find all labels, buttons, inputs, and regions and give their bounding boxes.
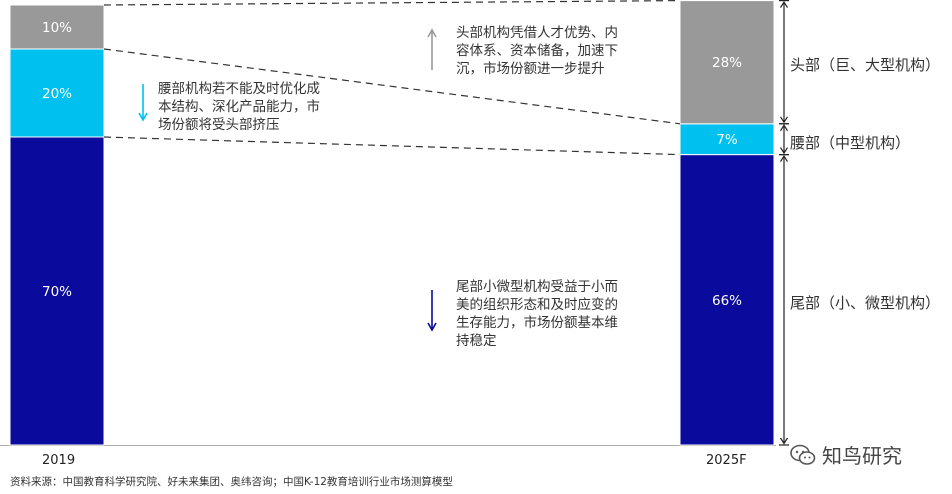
arrow-head-up-head xyxy=(427,28,437,38)
watermark-text: 知鸟研究 xyxy=(822,444,902,468)
connector-top xyxy=(103,0,681,6)
annotation-waist: 腰部机构若不能及时优化成 本结构、深化产品能力，市 场份额将受头部挤压 xyxy=(158,81,320,133)
annotation-tail: 尾部小微型机构受益于小而 美的组织形态和及时应变的 生存能力，市场份额基本维 持… xyxy=(456,279,618,349)
bracket-tail-arrow-down xyxy=(779,437,789,445)
watermark: 知鸟研究 xyxy=(790,440,902,469)
segment-label-head: 头部（巨、大型机构） xyxy=(790,56,941,74)
arrow-waist-down-head xyxy=(138,112,148,122)
x-tick-label-2019: 2019 xyxy=(42,453,76,468)
bar-waist-0 xyxy=(9,48,105,138)
data-label-tail-0: 70% xyxy=(42,284,72,300)
connector-waist-tail xyxy=(103,136,681,156)
bracket-waist-arrow-up xyxy=(779,124,789,132)
data-label-head-0: 10% xyxy=(42,20,72,36)
data-label-waist-1: 7% xyxy=(716,132,738,148)
connector-head-waist xyxy=(103,48,681,125)
data-label-tail-1: 66% xyxy=(712,293,742,309)
data-label-head-1: 28% xyxy=(712,55,742,71)
source-note: 资料来源：中国教育科学研究院、好未来集团、奥纬咨询；中国K-12教育培训行业市场… xyxy=(10,476,453,488)
segment-label-tail: 尾部（小、微型机构） xyxy=(790,294,941,312)
data-label-waist-0: 20% xyxy=(42,86,72,102)
bracket-head-arrow-up xyxy=(779,0,789,8)
bracket-waist-arrow-down xyxy=(779,147,789,155)
arrow-tail-down-head xyxy=(427,322,437,332)
bracket-head-arrow-down xyxy=(779,116,789,124)
bracket-tail-arrow-up xyxy=(779,154,789,162)
annotation-head: 头部机构凭借人才优势、内 容体系、资本储备，加速下 沉，市场份额进一步提升 xyxy=(456,25,618,77)
bar-tail-0 xyxy=(9,136,105,446)
x-tick-label-2025f: 2025F xyxy=(706,453,747,468)
bar-head-1 xyxy=(679,0,775,125)
segment-label-waist: 腰部（中型机构） xyxy=(790,134,911,152)
bar-head-0 xyxy=(9,4,105,50)
wechat-icon xyxy=(790,444,816,465)
